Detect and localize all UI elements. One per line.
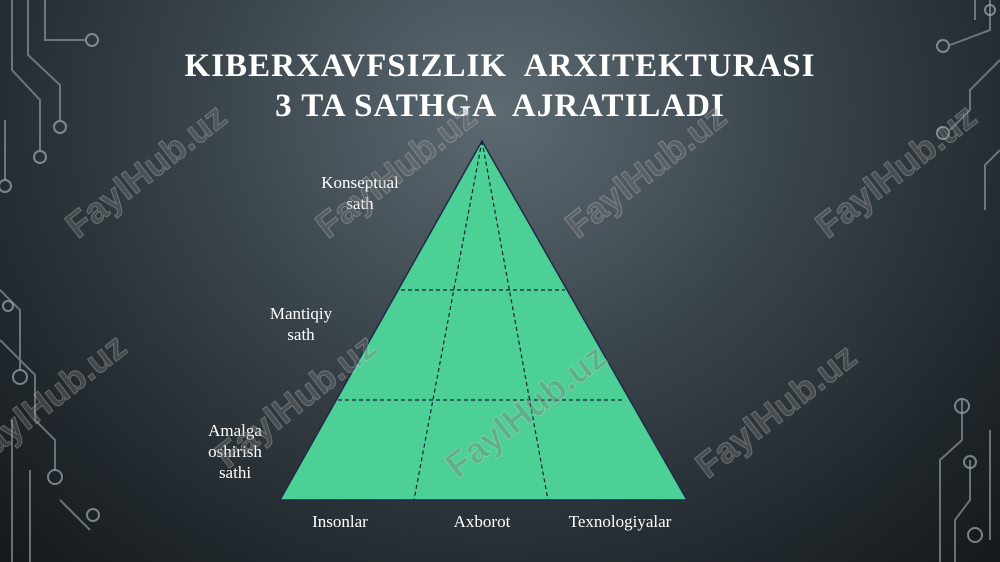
circuit-decoration-right xyxy=(936,0,1000,562)
title-line-2: 3 TA SATHGA AJRATILADI xyxy=(275,88,725,124)
level-label-logical: Mantiqiy sath xyxy=(269,304,333,344)
circuit-decoration-left xyxy=(0,0,100,562)
pyramid-level-dividers xyxy=(338,289,625,401)
slide-title: KIBERXAVFSIZLIK ARXITEKTURASI 3 TA SATHG… xyxy=(0,46,1000,126)
column-label-people: Insonlar xyxy=(312,512,368,531)
title-line-1: KIBERXAVFSIZLIK ARXITEKTURASI xyxy=(184,48,816,84)
column-label-technologies: Texnologiyalar xyxy=(568,512,672,531)
level-label-implementation: Amalga oshirish sathi xyxy=(208,421,262,482)
pyramid-column-dividers xyxy=(413,140,549,501)
level-label-conceptual: Konseptual sath xyxy=(321,173,399,213)
column-label-information: Axborot xyxy=(453,512,511,531)
pyramid-body xyxy=(278,139,689,501)
